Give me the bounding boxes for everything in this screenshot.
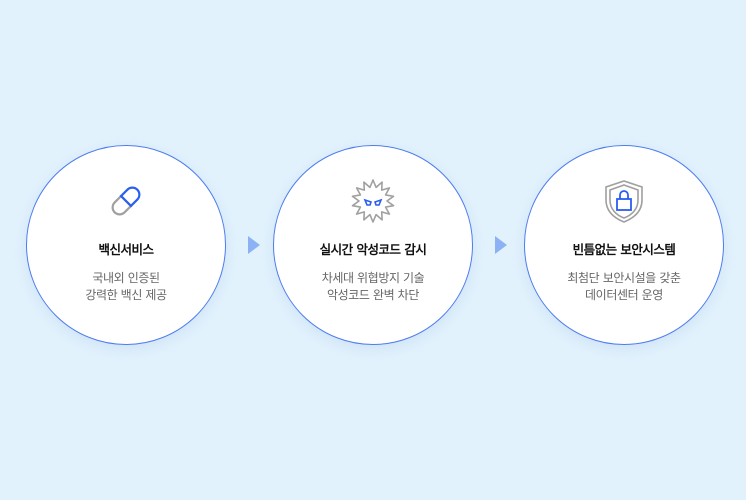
step-card-vaccine: 백신서비스 국내외 인증된 강력한 백신 제공 <box>26 145 226 345</box>
desc-line: 국내외 인증된 <box>92 271 160 285</box>
desc-line: 차세대 위협방지 기술 <box>321 271 425 285</box>
desc-line: 데이터센터 운영 <box>585 288 663 302</box>
step-description: 최첨단 보안시설을 갖춘 데이터센터 운영 <box>525 270 723 304</box>
step-description: 차세대 위협방지 기술 악성코드 완벽 차단 <box>274 270 472 304</box>
step-description: 국내외 인증된 강력한 백신 제공 <box>27 270 225 304</box>
step-title: 실시간 악성코드 감시 <box>319 242 427 257</box>
arrow-right-icon <box>248 236 260 254</box>
virus-icon <box>348 176 398 226</box>
desc-line: 최첨단 보안시설을 갖춘 <box>567 271 681 285</box>
arrow-right-icon <box>495 236 507 254</box>
shield-lock-icon <box>599 176 649 226</box>
desc-line: 악성코드 완벽 차단 <box>327 288 419 302</box>
step-title: 백신서비스 <box>98 242 154 257</box>
step-card-security: 빈틈없는 보안시스템 최첨단 보안시설을 갖춘 데이터센터 운영 <box>524 145 724 345</box>
desc-line: 강력한 백신 제공 <box>85 288 167 302</box>
capsule-icon <box>101 176 151 226</box>
step-title: 빈틈없는 보안시스템 <box>572 242 676 257</box>
step-card-realtime: 실시간 악성코드 감시 차세대 위협방지 기술 악성코드 완벽 차단 <box>273 145 473 345</box>
